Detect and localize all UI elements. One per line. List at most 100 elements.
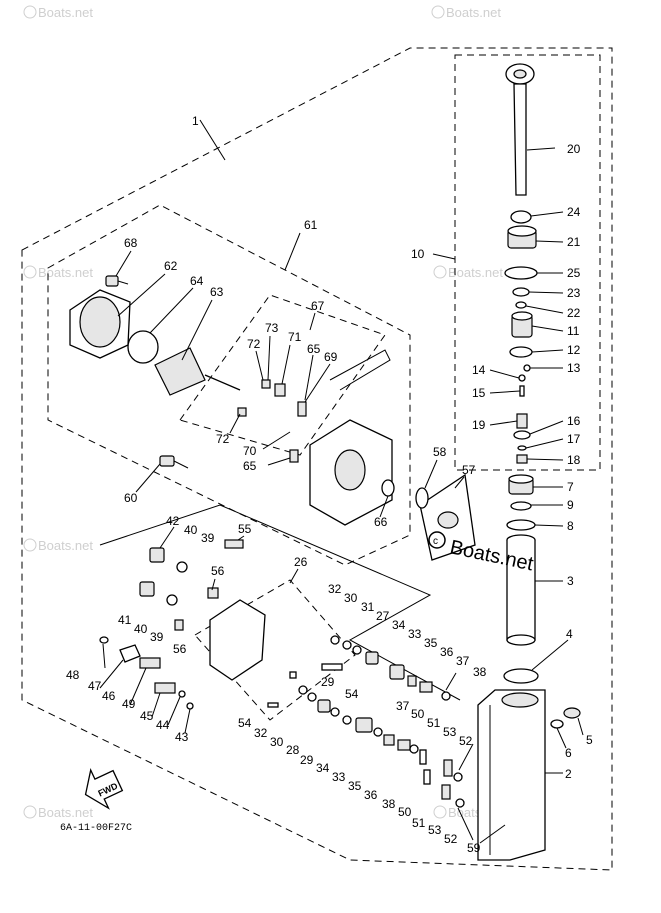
callout-73: 73	[265, 321, 279, 335]
cylinder-tube-3	[506, 534, 536, 646]
svg-text:c: c	[433, 536, 438, 547]
callout-56-bottom: 56	[173, 642, 187, 656]
ball-14	[518, 374, 526, 382]
callout-25: 25	[567, 266, 581, 280]
callout-50-top: 50	[411, 707, 425, 721]
callout-16: 16	[567, 414, 581, 428]
motor-base-66	[309, 419, 393, 526]
callout-5: 5	[586, 733, 593, 747]
callout-30-bottom: 30	[270, 735, 284, 749]
callout-14: 14	[472, 363, 486, 377]
cylinder-body-2	[477, 689, 546, 861]
callout-71: 71	[288, 330, 302, 344]
callout-41: 41	[118, 613, 132, 627]
callout-1: 1	[192, 114, 199, 128]
assembly-boundary-10	[454, 54, 601, 471]
callout-64: 64	[190, 274, 204, 288]
callout-67: 67	[311, 299, 325, 313]
plug-18	[516, 454, 528, 464]
fwd-arrow: FWD	[84, 768, 124, 810]
spring-19	[516, 413, 528, 429]
callout-42: 42	[166, 514, 180, 528]
callout-20: 20	[567, 142, 581, 156]
washer-16	[513, 430, 531, 440]
armature-63	[154, 347, 241, 396]
piston-11	[511, 311, 533, 338]
callout-59: 59	[467, 841, 481, 855]
callout-54-bottom: 54	[238, 716, 252, 730]
callout-49: 49	[122, 697, 136, 711]
o-ring-4	[503, 668, 539, 684]
callout-63: 63	[210, 285, 224, 299]
callout-39-top: 39	[201, 531, 215, 545]
callout-38-bottom: 38	[382, 797, 396, 811]
diagram-code: 6A-11-00F27C	[60, 823, 132, 834]
assembly-boundary-67	[179, 294, 386, 456]
o-ring-64	[127, 330, 159, 364]
callout-24: 24	[567, 205, 581, 219]
callout-66: 66	[374, 515, 388, 529]
callout-34-top: 34	[392, 618, 406, 632]
o-ring-6	[550, 719, 564, 729]
callout-13: 13	[567, 361, 581, 375]
callout-7: 7	[567, 480, 574, 494]
callout-56-top: 56	[211, 564, 225, 578]
callout-54-top: 54	[345, 687, 359, 701]
callout-40-bottom: 40	[134, 622, 148, 636]
ring-22	[515, 301, 527, 309]
callout-26: 26	[294, 555, 308, 569]
callout-45: 45	[140, 709, 154, 723]
callout-17: 17	[567, 432, 581, 446]
callout-29-bottom: 29	[300, 753, 314, 767]
callout-4: 4	[566, 627, 573, 641]
callout-58: 58	[433, 445, 447, 459]
watermarks: Boats.net Boats.net Boats.net Boats.net …	[23, 5, 503, 820]
callout-43: 43	[175, 730, 189, 744]
callout-37-top: 37	[456, 654, 470, 668]
watermark-text: Boats.net	[38, 5, 93, 20]
callout-23: 23	[567, 286, 581, 300]
callout-18: 18	[567, 453, 581, 467]
callout-36-top: 36	[440, 645, 454, 659]
callout-61: 61	[304, 218, 318, 232]
callout-32-top: 32	[328, 582, 342, 596]
callout-3: 3	[567, 574, 574, 588]
leader-lines	[99, 119, 584, 844]
callout-52-top: 52	[459, 734, 473, 748]
assembly-boundary-26	[194, 579, 356, 721]
callout-11: 11	[567, 324, 580, 338]
callout-57: 57	[462, 463, 476, 477]
callout-31: 31	[361, 600, 375, 614]
callout-68: 68	[124, 236, 138, 250]
brush-holder-group	[237, 349, 391, 463]
o-ring-25	[504, 266, 538, 280]
callout-10: 10	[411, 247, 425, 261]
callout-30-top: 30	[344, 591, 358, 605]
callout-32-bottom: 32	[254, 726, 268, 740]
callout-51-top: 51	[427, 716, 441, 730]
callout-2: 2	[565, 767, 572, 781]
callout-65-top: 65	[307, 342, 321, 356]
callout-34-bottom: 34	[316, 761, 330, 775]
callout-21: 21	[567, 235, 581, 249]
callout-47: 47	[88, 679, 102, 693]
callout-19: 19	[472, 418, 486, 432]
callout-52-bottom: 52	[444, 832, 458, 846]
callout-28: 28	[286, 743, 300, 757]
callout-53-bottom: 53	[428, 823, 442, 837]
assembly-boundary-61	[47, 204, 411, 566]
callout-40-top: 40	[184, 523, 198, 537]
pin-15	[519, 385, 525, 397]
callout-15: 15	[472, 386, 486, 400]
tilt-rod	[505, 63, 535, 196]
valve-block-26	[209, 599, 266, 681]
o-ring-58	[415, 487, 429, 509]
plate-57	[419, 473, 476, 561]
callout-60: 60	[124, 491, 138, 505]
seal-23	[512, 287, 530, 297]
ring-9	[510, 501, 532, 511]
watermark-text: Boats.net	[446, 5, 501, 20]
cylinder-cap-7	[508, 474, 534, 495]
callout-44: 44	[156, 718, 170, 732]
left-small-parts	[99, 539, 244, 710]
